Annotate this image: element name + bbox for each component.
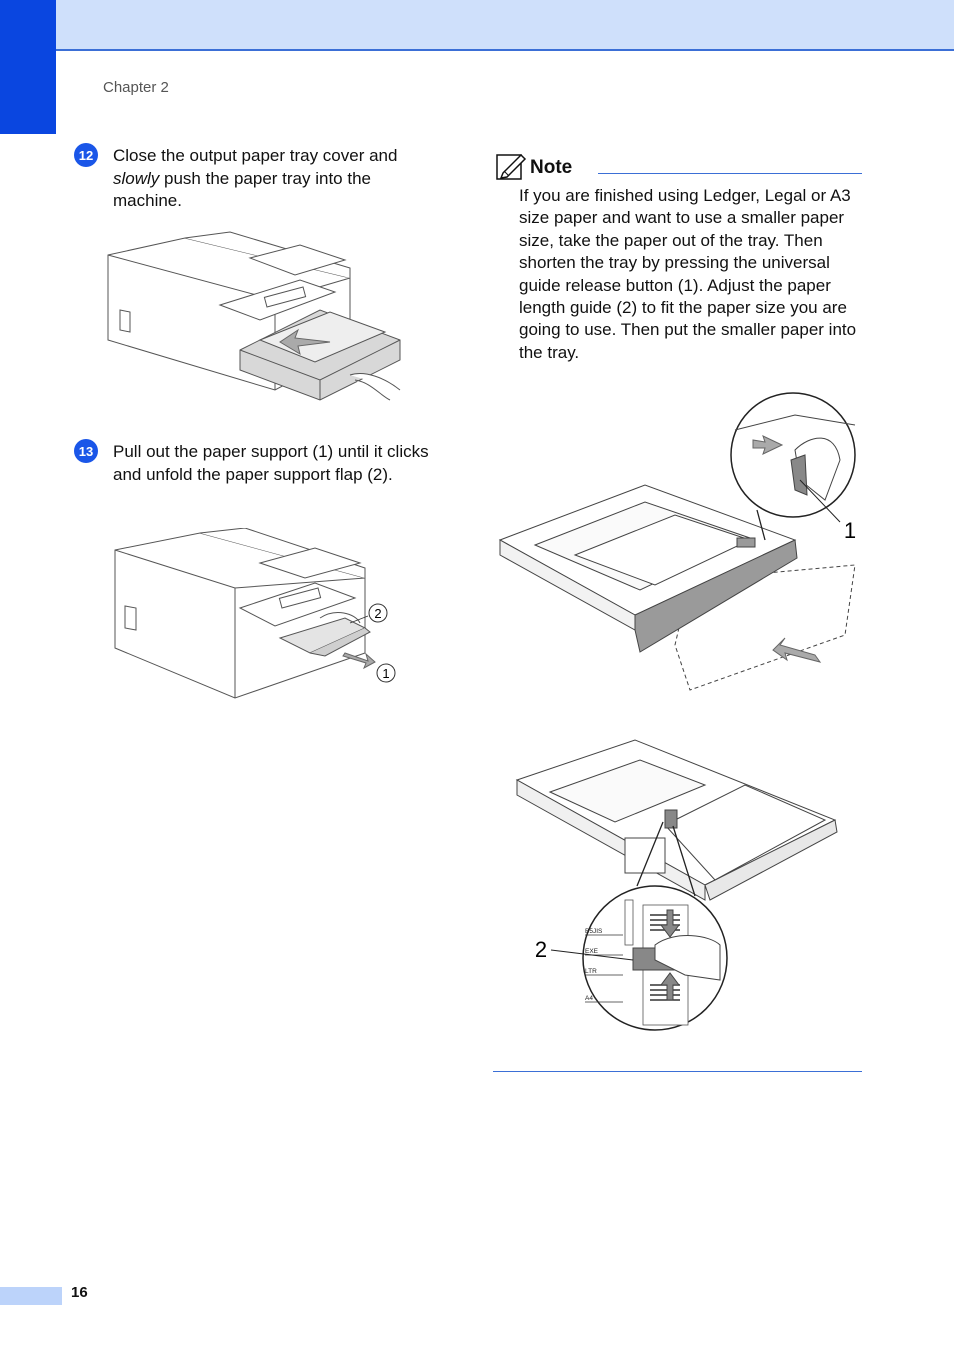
chapter-tab [0,0,56,134]
note-top-rule [598,173,862,174]
guide-mark-b5: B5JIS [585,928,603,935]
tray-label-2: 2 [535,937,547,962]
note-bottom-rule [493,1071,862,1072]
step-number-12: 12 [74,143,98,167]
chapter-label: Chapter 2 [103,79,169,96]
tray-length-guide-illustration: B5JIS EXE LTR A4 2 [515,739,838,1031]
step-number-13: 13 [74,439,98,463]
tray-label-1: 1 [844,518,856,543]
step-12-text-b: push the paper tray into the machine. [113,168,371,211]
page-tab [0,1287,62,1305]
step13-label-1: 1 [382,666,389,681]
note-text: If you are finished using Ledger, Legal … [519,186,857,362]
guide-mark-ltr: LTR [585,968,597,975]
guide-mark-exe: EXE [585,948,599,955]
note-title: Note [530,157,573,178]
printer-tray-push-illustration [107,231,401,401]
header-rule [56,49,954,51]
printer-paper-support-illustration: 2 1 [114,528,396,699]
header-band [0,0,954,49]
step-13-text: Pull out the paper support (1) until it … [113,442,429,484]
step-12-text-a: Close the output paper tray cover and [113,146,398,165]
guide-mark-a4: A4 [585,995,593,1002]
step13-label-2: 2 [374,606,381,621]
page-number: 16 [71,1284,88,1301]
note-pencil-icon [496,153,527,180]
tray-release-button-illustration: 1 [498,392,856,691]
step-12-text: Close the output paper tray cover and sl… [113,145,433,213]
step-12-emphasis: slowly [113,168,160,188]
